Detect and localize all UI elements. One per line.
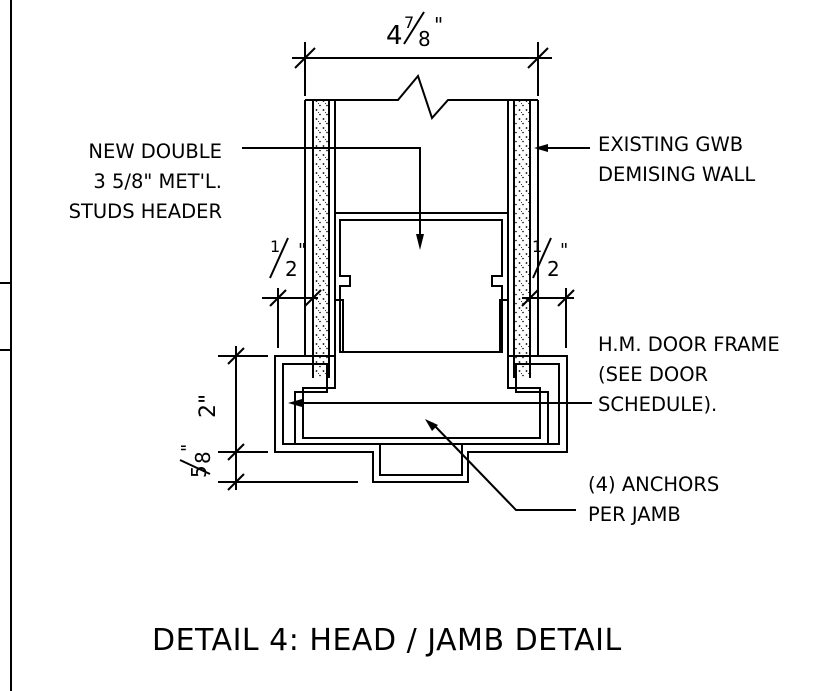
- label-door-frame: H.M. DOOR FRAME (SEE DOOR SCHEDULE).: [598, 333, 780, 416]
- dimension-lines: [218, 42, 575, 491]
- break-line: [305, 73, 538, 120]
- dim-frame-depth: 2": [196, 394, 221, 418]
- left-wall: [304, 100, 336, 378]
- svg-text:3 5/8" MET'L.: 3 5/8" MET'L.: [93, 170, 222, 193]
- svg-text:7: 7: [404, 13, 414, 32]
- svg-text:2: 2: [547, 257, 560, 281]
- svg-text:(4) ANCHORS: (4) ANCHORS: [588, 473, 719, 496]
- svg-text:STUDS HEADER: STUDS HEADER: [69, 200, 222, 223]
- svg-text:1: 1: [532, 237, 542, 256]
- svg-text:PER JAMB: PER JAMB: [588, 503, 681, 526]
- svg-text:": ": [560, 240, 568, 261]
- label-new-studs: NEW DOUBLE 3 5/8" MET'L. STUDS HEADER: [69, 140, 222, 223]
- svg-text:2: 2: [285, 257, 298, 281]
- svg-text:": ": [298, 240, 306, 261]
- dim-overall-width: 4 7 8 ": [386, 11, 443, 51]
- svg-text:5: 5: [187, 465, 211, 478]
- detail-title: DETAIL 4: HEAD / JAMB DETAIL: [152, 623, 622, 658]
- dim-left-gwb: 1 2 ": [269, 237, 306, 281]
- svg-text:8: 8: [191, 451, 215, 464]
- svg-text:H.M. DOOR FRAME: H.M. DOOR FRAME: [598, 333, 780, 356]
- svg-text:EXISTING GWB: EXISTING GWB: [598, 133, 743, 156]
- svg-text:(SEE DOOR: (SEE DOOR: [598, 363, 708, 386]
- svg-text:": ": [434, 13, 443, 37]
- leader-arrows: [288, 144, 548, 431]
- stud-header: [335, 212, 508, 353]
- dim-stop-depth: 5 8 ": [178, 444, 215, 478]
- svg-text:NEW DOUBLE: NEW DOUBLE: [88, 140, 222, 163]
- svg-text:1: 1: [270, 237, 280, 256]
- label-anchors: (4) ANCHORS PER JAMB: [588, 473, 719, 526]
- right-wall: [507, 100, 539, 378]
- sheet-border: [0, 0, 12, 691]
- svg-text:DEMISING WALL: DEMISING WALL: [598, 163, 755, 186]
- leaders: [242, 147, 592, 511]
- svg-text:4: 4: [386, 21, 403, 51]
- svg-text:8: 8: [418, 27, 431, 51]
- dim-right-gwb: 1 2 ": [532, 237, 568, 281]
- door-frame: [274, 355, 568, 483]
- label-existing-wall: EXISTING GWB DEMISING WALL: [598, 133, 755, 186]
- svg-text:SCHEDULE).: SCHEDULE).: [598, 393, 717, 416]
- svg-text:": ": [178, 444, 199, 452]
